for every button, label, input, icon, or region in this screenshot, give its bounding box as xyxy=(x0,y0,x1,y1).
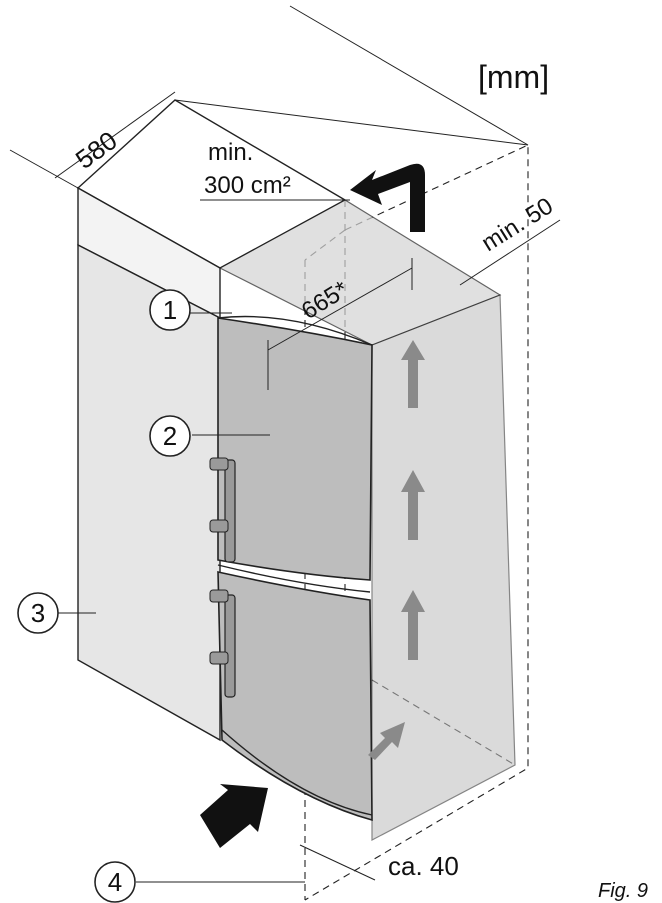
arrow-up-icon xyxy=(401,340,425,408)
arrow-in-icon xyxy=(368,722,405,760)
upper-handle xyxy=(224,459,236,563)
svg-text:4: 4 xyxy=(108,867,122,897)
dimension-lines xyxy=(54,91,561,883)
callout-1: 1 xyxy=(149,289,191,331)
airflow-arrows xyxy=(368,340,425,760)
wall-guides xyxy=(9,5,529,189)
black-arrows xyxy=(200,163,425,848)
lower-handle xyxy=(224,594,236,698)
unit-label: [mm] xyxy=(478,59,549,95)
dimension-bottom-gap: ca. 40 xyxy=(388,851,459,881)
vent-area-label-line2: 300 cm² xyxy=(204,172,291,199)
callout-4: 4 xyxy=(94,861,136,903)
arrow-in-icon xyxy=(200,784,268,848)
arrow-up-icon xyxy=(401,590,425,660)
vent-area-label-line1: min. xyxy=(208,139,253,166)
appliance-front xyxy=(209,315,373,822)
side-cabinet xyxy=(77,243,221,742)
arrow-out-icon xyxy=(350,163,425,232)
callout-3: 3 xyxy=(17,592,59,634)
callout-2: 2 xyxy=(149,415,191,457)
svg-text:1: 1 xyxy=(163,295,177,325)
svg-text:2: 2 xyxy=(163,421,177,451)
arrow-up-icon xyxy=(401,470,425,540)
appliance-side xyxy=(371,294,516,841)
svg-text:3: 3 xyxy=(31,598,45,628)
figure-label: Fig. 9 xyxy=(598,880,648,902)
